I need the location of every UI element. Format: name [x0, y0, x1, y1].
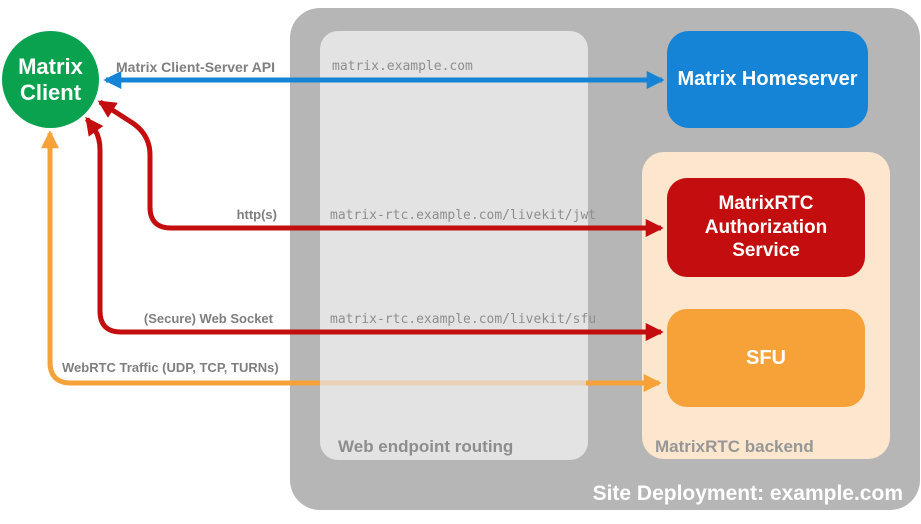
- matrixrtc-authorization-service-label: MatrixRTC Authorization Service: [704, 192, 828, 262]
- sfu-endpoint-label: matrix-rtc.example.com/livekit/sfu: [330, 312, 597, 327]
- homeserver-endpoint-label: matrix.example.com: [332, 59, 473, 74]
- web-endpoint-routing-label: Web endpoint routing: [338, 437, 514, 456]
- webrtc-traffic-arrow-left: [41, 130, 320, 386]
- matrix-homeserver-node: Matrix Homeserver: [667, 31, 868, 128]
- matrixrtc-authorization-service-node: MatrixRTC Authorization Service: [667, 178, 865, 277]
- sfu-label: SFU: [746, 346, 786, 369]
- web-endpoint-routing-container: [320, 31, 588, 460]
- client-server-api-edge-label: Matrix Client-Server API: [116, 59, 275, 75]
- websocket-edge-label: (Secure) Web Socket: [143, 311, 273, 326]
- sfu-node: SFU: [667, 309, 865, 407]
- webrtc-traffic-edge-label: WebRTC Traffic (UDP, TCP, TURNs): [62, 360, 279, 375]
- matrix-client-node: Matrix Client: [2, 31, 99, 128]
- matrixrtc-backend-label: MatrixRTC backend: [655, 437, 814, 456]
- jwt-endpoint-label: matrix-rtc.example.com/livekit/jwt: [330, 208, 597, 223]
- http-edge-label: http(s): [236, 207, 277, 222]
- matrix-client-label: Matrix Client: [18, 54, 83, 105]
- site-deployment-label: Site Deployment: example.com: [592, 482, 903, 505]
- matrix-homeserver-label: Matrix Homeserver: [677, 68, 858, 90]
